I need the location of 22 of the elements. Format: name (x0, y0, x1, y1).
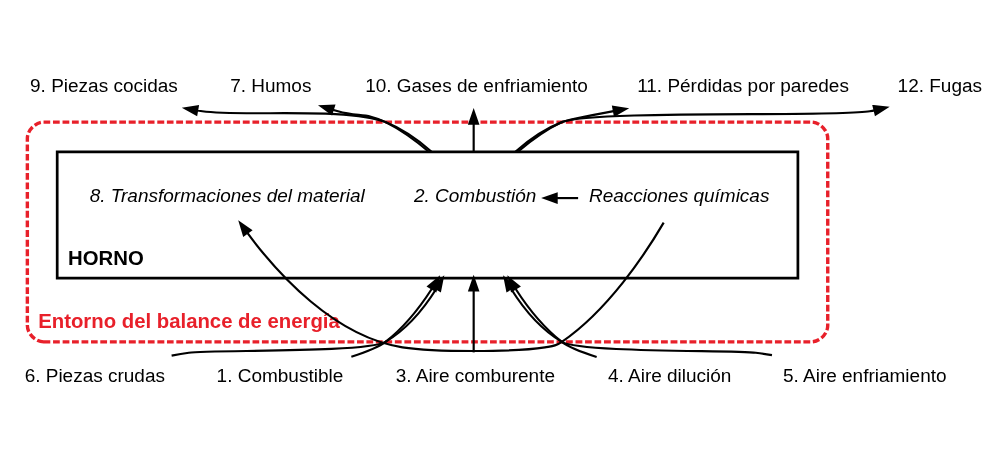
arrow (181, 104, 433, 153)
arrow (541, 191, 579, 204)
node-text: 8. Transformaciones del material (89, 184, 365, 206)
node-text: 6. Piezas crudas (24, 364, 165, 386)
arrow (238, 219, 665, 352)
arrow (514, 104, 890, 153)
node-text: 2. Combustión (413, 184, 537, 206)
arrow (467, 107, 480, 152)
arrow (351, 274, 441, 358)
node-text: 7. Humos (230, 74, 312, 96)
node-text: 10. Gases de enfriamiento (365, 74, 588, 96)
node-text: 4. Aire dilución (607, 364, 732, 386)
node-text: 5. Aire enfriamiento (782, 364, 947, 386)
arrow (467, 274, 480, 352)
node-text: 9. Piezas cocidas (30, 74, 178, 96)
node-text: Reacciones químicas (588, 184, 770, 206)
node-text: 3. Aire comburente (395, 364, 556, 386)
arrow (318, 104, 430, 153)
arrow (516, 105, 630, 153)
node-text: 12. Fugas (897, 74, 983, 96)
node-text: 1. Combustible (216, 364, 344, 386)
node-text: 11. Pérdidas por paredes (637, 74, 849, 96)
